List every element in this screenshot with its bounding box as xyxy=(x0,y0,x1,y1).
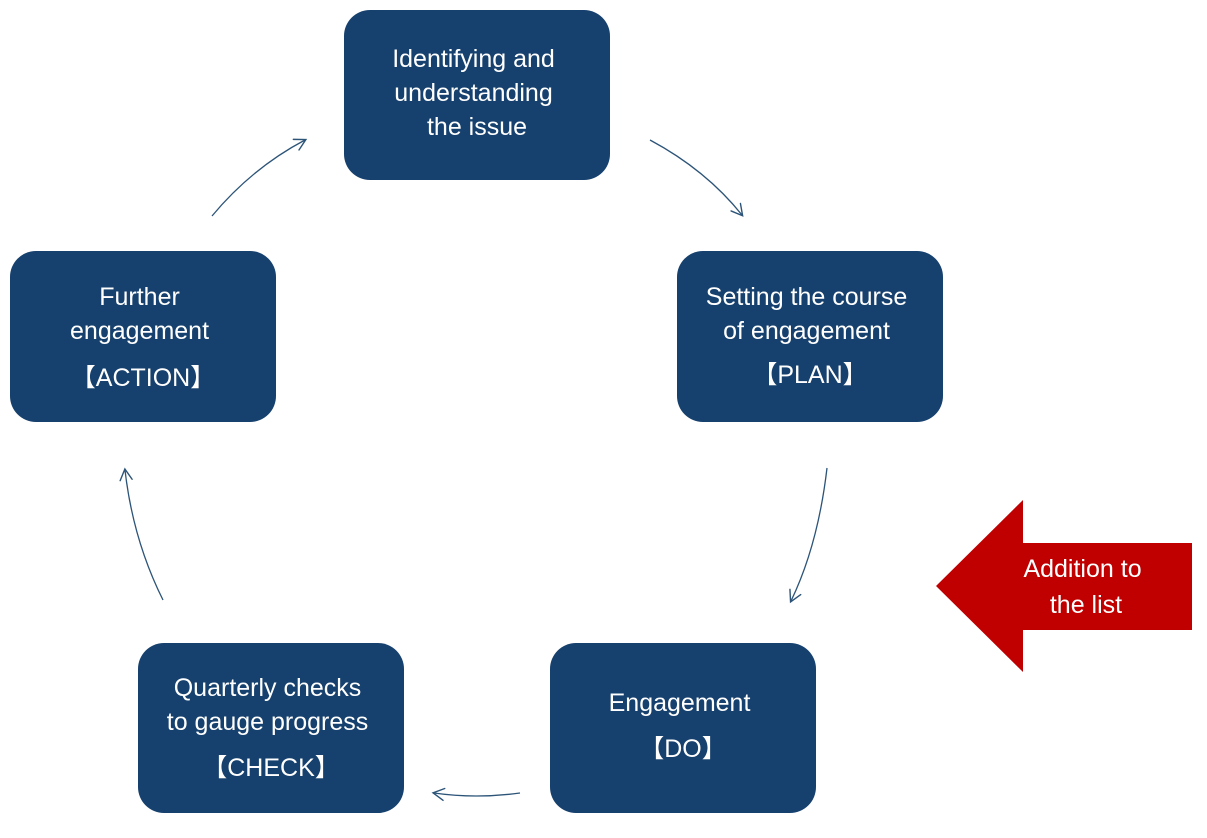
callout-line-1: Addition to xyxy=(1023,555,1141,583)
node-action-line-3: 【ACTION】 xyxy=(71,364,215,392)
arrow-do-to-check xyxy=(431,787,521,802)
node-action: Further engagement 【ACTION】 xyxy=(10,251,276,422)
svg-text:Further engagement: Further engagement 【ACTION】 xyxy=(70,283,216,392)
node-do-line-2: 【DO】 xyxy=(639,735,727,763)
node-check-line-2: to gauge progress xyxy=(167,708,369,736)
node-identify: Identifying and understanding the issue xyxy=(344,10,610,180)
callout-line-2: the list xyxy=(1050,591,1122,619)
arrow-plan-to-do xyxy=(789,467,828,604)
arrow-action-to-identify xyxy=(211,138,308,217)
node-identify-line-3: the issue xyxy=(427,113,527,141)
svg-text:Setting the course of en: Setting the course of engagement 【PLAN】 xyxy=(706,283,914,389)
svg-text:Identifying and understa: Identifying and understanding the issue xyxy=(392,45,562,141)
node-do: Engagement 【DO】 xyxy=(550,643,816,813)
callout-arrow-shape xyxy=(936,500,1192,672)
node-check: Quarterly checks to gauge progress 【CHEC… xyxy=(138,643,404,813)
node-identify-line-1: Identifying and xyxy=(392,45,555,73)
node-identify-line-2: understanding xyxy=(394,79,552,107)
node-plan-line-2: of engagement xyxy=(723,317,890,345)
node-plan-line-1: Setting the course xyxy=(706,283,908,311)
svg-text:Quarterly checks to gaug: Quarterly checks to gauge progress 【CHEC… xyxy=(167,674,375,782)
node-check-line-1: Quarterly checks xyxy=(174,674,362,702)
node-plan-line-3: 【PLAN】 xyxy=(752,361,867,389)
svg-text:Addition to the list: Addition to the list xyxy=(1023,555,1148,619)
node-do-line-1: Engagement xyxy=(609,689,751,717)
svg-text:Engagement 【DO】: Engagement 【DO】 xyxy=(609,689,758,763)
node-action-line-1: Further xyxy=(99,283,180,311)
node-check-line-3: 【CHECK】 xyxy=(202,754,340,782)
node-plan: Setting the course of engagement 【PLAN】 xyxy=(677,251,943,422)
callout-addition: Addition to the list xyxy=(936,500,1192,672)
arrow-identify-to-plan xyxy=(649,139,744,217)
arrow-check-to-action xyxy=(119,467,164,601)
node-action-line-2: engagement xyxy=(70,317,209,345)
